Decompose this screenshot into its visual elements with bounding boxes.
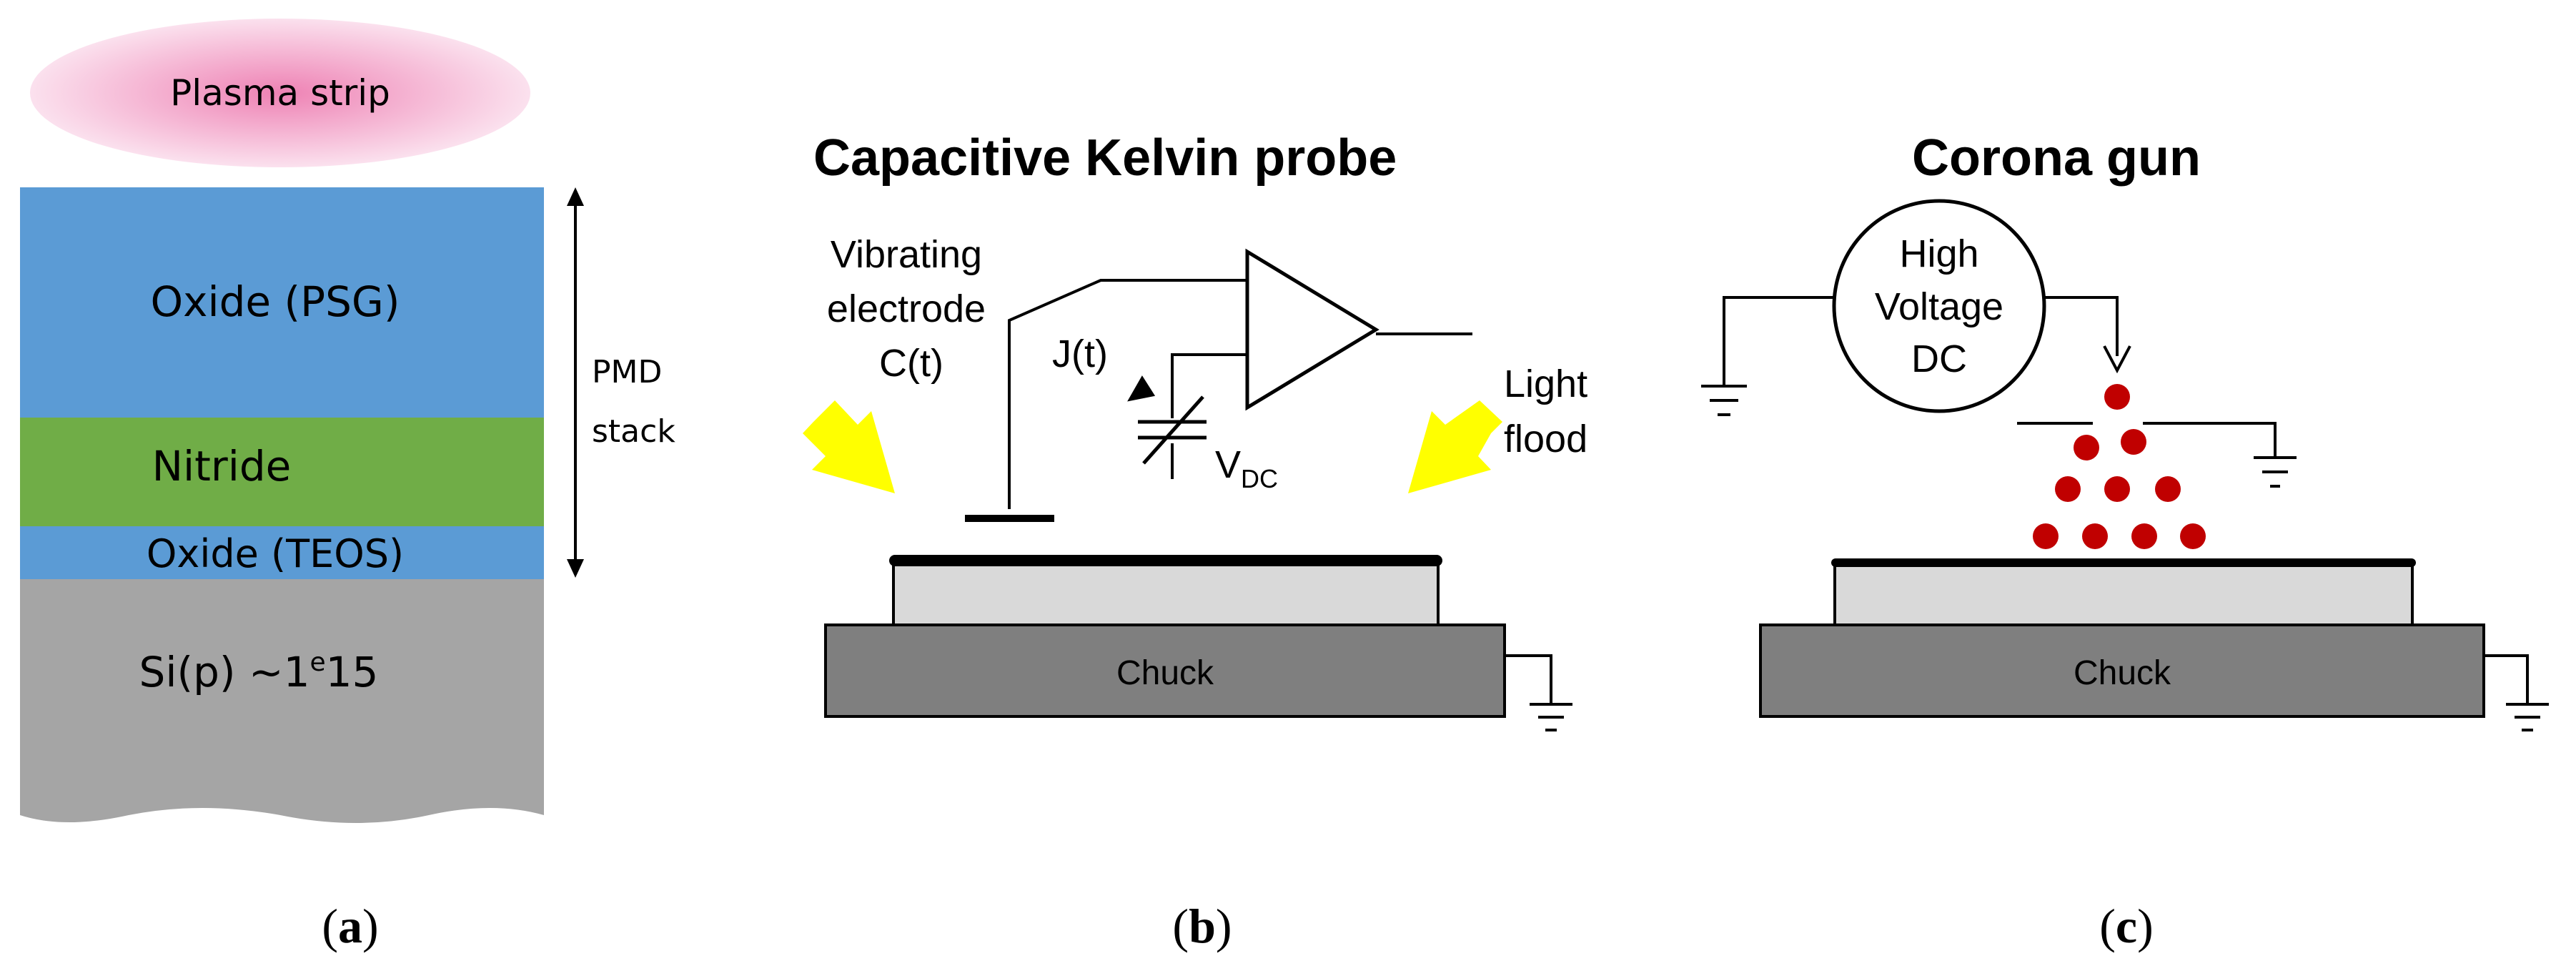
high-voltage-source bbox=[1832, 199, 2046, 413]
hv-source-line2: Voltage bbox=[1875, 285, 2003, 328]
panel-b-caption: (b) bbox=[1172, 899, 1232, 953]
panel-a-caption: (a) bbox=[322, 899, 378, 953]
nitride-layer bbox=[20, 418, 544, 526]
pmd-stack-label-line2: stack bbox=[592, 413, 675, 450]
ground-symbol-b bbox=[1505, 654, 1572, 731]
oxide-psg-label: Oxide (PSG) bbox=[150, 277, 400, 326]
plasma-strip-cloud bbox=[30, 19, 530, 167]
corona-gun-title: Corona gun bbox=[1912, 129, 2201, 187]
hv-source-line3: DC bbox=[1911, 337, 1967, 380]
silicon-substrate-layer bbox=[20, 579, 544, 823]
plasma-strip-label: Plasma strip bbox=[170, 72, 390, 114]
chuck-label-c: Chuck bbox=[2074, 654, 2171, 692]
oxide-teos-label: Oxide (TEOS) bbox=[147, 531, 404, 576]
electrode-label-line3: C(t) bbox=[879, 342, 943, 385]
sample-wafer-c bbox=[1833, 562, 2414, 626]
pmd-stack-label-line1: PMD bbox=[592, 354, 662, 390]
light-flood-arrow-right bbox=[1408, 400, 1502, 493]
panel-c-caption: (c) bbox=[2099, 899, 2154, 953]
light-flood-label-line2: flood bbox=[1504, 418, 1587, 460]
light-flood-arrow-left bbox=[803, 400, 895, 493]
electrode-label-line2: electrode bbox=[827, 287, 986, 330]
nitride-label: Nitride bbox=[152, 442, 292, 491]
substrate-label: Si(p) ~1e15 bbox=[139, 648, 379, 696]
dielectric-film-b bbox=[889, 555, 1442, 566]
chuck-c bbox=[1759, 623, 2485, 718]
kelvin-probe-title: Capacitive Kelvin probe bbox=[813, 129, 1397, 187]
hv-source-line1: High bbox=[1899, 232, 1978, 275]
vdc-label: VDC bbox=[1215, 443, 1278, 493]
dielectric-film-c bbox=[1831, 558, 2416, 567]
light-flood-label-line1: Light bbox=[1504, 363, 1587, 405]
ground-symbol-c bbox=[2484, 654, 2549, 731]
corona-wiring bbox=[1701, 296, 2297, 488]
corona-charge-particles bbox=[2033, 384, 2206, 549]
chuck-b bbox=[824, 623, 1506, 718]
probe-wiring bbox=[965, 279, 1472, 522]
variable-capacitor-symbol bbox=[1127, 375, 1207, 465]
oxide-teos-layer bbox=[20, 526, 544, 579]
electrode-label-line1: Vibrating bbox=[831, 233, 982, 276]
corona-arrow-head bbox=[2103, 345, 2131, 374]
sample-wafer-b bbox=[892, 559, 1440, 626]
current-label: J(t) bbox=[1052, 332, 1108, 375]
panel-c: Corona gun High Voltage DC bbox=[1701, 129, 2549, 953]
oxide-psg-layer bbox=[20, 187, 544, 418]
pmd-stack-arrow bbox=[567, 187, 584, 578]
panel-a: Plasma strip Oxide (PSG) Nitride Oxide (… bbox=[20, 19, 675, 953]
chuck-label-b: Chuck bbox=[1116, 654, 1214, 692]
amplifier-symbol bbox=[1245, 248, 1379, 411]
panel-b: Capacitive Kelvin probe Vibrating electr… bbox=[803, 129, 1587, 953]
